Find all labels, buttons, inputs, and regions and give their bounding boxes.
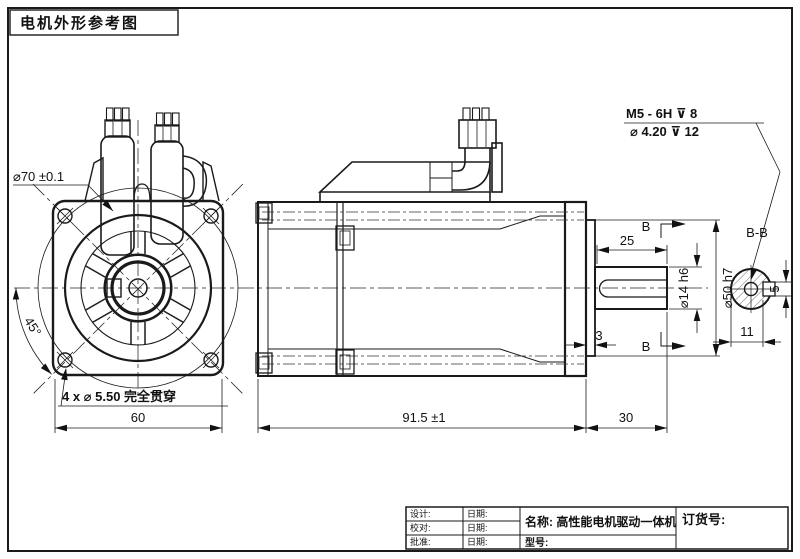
dim-pilot-dia: ⌀70 ±0.1	[13, 169, 64, 184]
section-label-top: B	[642, 219, 651, 234]
dim-keyway-length: 25	[620, 233, 634, 248]
cable-elbow	[452, 107, 497, 191]
keyway-front	[106, 278, 122, 298]
section-view-bb: B-B	[727, 225, 779, 313]
designer-label: 设计:	[410, 508, 431, 519]
fan-spokes	[84, 231, 192, 345]
order-number-label: 订货号:	[682, 512, 725, 527]
model-label: 型号:	[525, 536, 548, 549]
drawing-title-box: 电机外形参考图	[9, 9, 179, 36]
terminal-housing	[317, 142, 503, 202]
body-arc	[133, 183, 151, 202]
dim-body-length: 91.5 ±1	[402, 410, 445, 425]
front-view	[37, 107, 239, 389]
dimensions: ⌀70 ±0.1 45° 4 x ⌀ 5.50 完全贯穿 60 91.5 ±1 …	[12, 106, 791, 433]
cable-bracket-right	[202, 160, 220, 202]
dim-flange-width: 60	[131, 410, 145, 425]
section-bb-label: B-B	[746, 225, 768, 240]
section-label-bottom: B	[642, 339, 651, 354]
mount-hole-top-left	[56, 207, 74, 225]
bolt-circle	[37, 187, 239, 389]
dim-spigot-depth: 3	[595, 328, 602, 343]
product-name: 名称: 高性能电机驱动一体机	[525, 514, 676, 529]
mount-hole-top-right	[202, 207, 220, 225]
side-view	[255, 107, 668, 378]
dim-shaft-dia: ⌀14 h6	[676, 268, 691, 308]
dim-mount-holes: 4 x ⌀ 5.50 完全贯穿	[62, 389, 176, 404]
drawing-frame	[7, 7, 793, 552]
date-label-2: 日期:	[467, 523, 488, 533]
dim-corner-angle: 45°	[21, 314, 44, 339]
date-label-3: 日期:	[467, 537, 488, 547]
center-hole-front	[128, 278, 148, 298]
checker-label: 校对:	[410, 522, 431, 533]
dim-spigot-dia: ⌀50 h7	[720, 268, 735, 308]
approver-label: 批准:	[410, 536, 431, 547]
keyway-end-arc	[598, 279, 609, 298]
dim-shaft-length: 30	[619, 410, 633, 425]
drawing-title: 电机外形参考图	[20, 14, 139, 32]
shaft	[594, 266, 668, 310]
connector-1	[100, 107, 135, 256]
date-label-1: 日期:	[467, 509, 488, 519]
cable-bracket-left	[84, 156, 104, 202]
dim-keyway-depth: 11	[740, 324, 754, 339]
thread-callout-line2: ⌀ 4.20 ⊽ 12	[630, 124, 699, 139]
flange	[563, 200, 588, 378]
mount-hole-bottom-left	[56, 351, 74, 369]
title-block: 设计: 日期: 校对: 日期: 批准: 日期: 名称: 高性能电机驱动一体机 型…	[405, 506, 789, 550]
thread-callout-line1: M5 - 6H ⊽ 8	[626, 106, 697, 121]
mount-hole-bottom-right	[202, 351, 220, 369]
dim-keyway-width: 5	[767, 285, 782, 292]
connector-2	[150, 112, 208, 245]
